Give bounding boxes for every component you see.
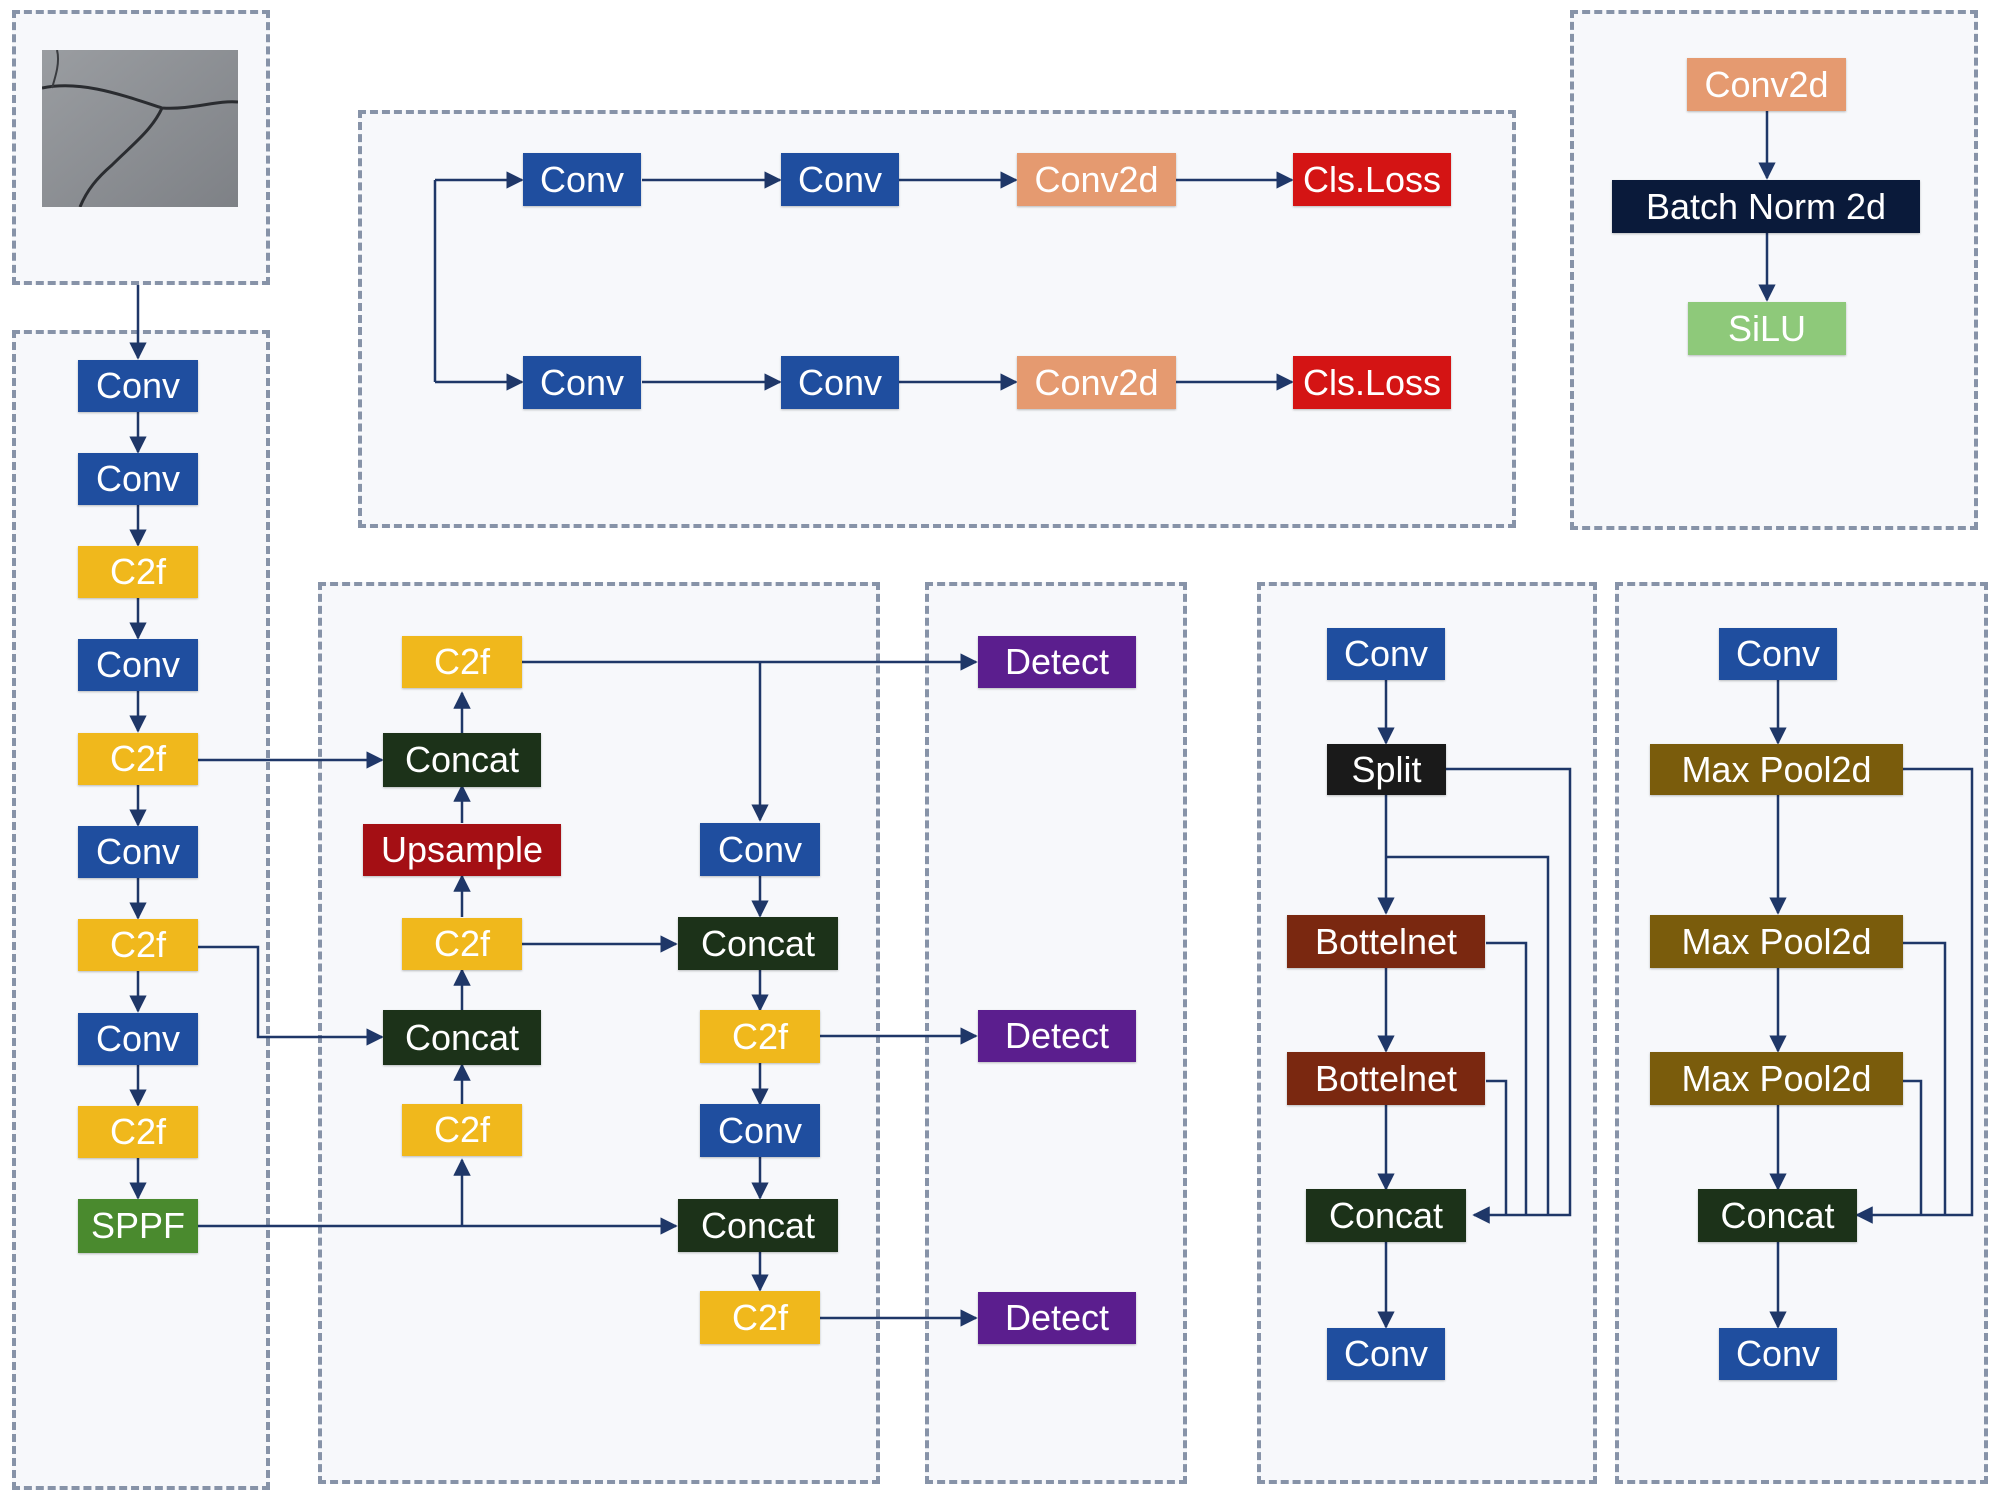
c2f-block-conv-in: Conv bbox=[1327, 628, 1445, 680]
neck-top-c2f: C2f bbox=[402, 636, 522, 688]
neck-right-c2f-2: C2f bbox=[700, 1291, 820, 1344]
conv-block-panel bbox=[1570, 10, 1978, 530]
c2f-block-conv-out: Conv bbox=[1327, 1328, 1445, 1380]
sppf-block-conv-in: Conv bbox=[1719, 628, 1837, 680]
sppf-block-maxpool-3: Max Pool2d bbox=[1650, 1052, 1903, 1105]
loss-row2-conv-2: Conv bbox=[781, 356, 899, 409]
backbone-c2f-4: C2f bbox=[78, 1106, 198, 1158]
input-crack-image bbox=[42, 50, 238, 207]
loss-row1-conv2d: Conv2d bbox=[1017, 153, 1176, 206]
detect-2: Detect bbox=[978, 1010, 1136, 1062]
c2f-block-concat: Concat bbox=[1306, 1189, 1466, 1242]
loss-row2-conv2d: Conv2d bbox=[1017, 356, 1176, 409]
neck-top-concat: Concat bbox=[383, 733, 541, 787]
backbone-c2f-2: C2f bbox=[78, 733, 198, 785]
c2f-block-bottleneck-1: Bottelnet bbox=[1287, 915, 1485, 968]
conv-block-conv2d: Conv2d bbox=[1687, 58, 1846, 111]
backbone-conv-2: Conv bbox=[78, 453, 198, 505]
detect-1: Detect bbox=[978, 636, 1136, 688]
backbone-c2f-1: C2f bbox=[78, 546, 198, 598]
c2f-block-split: Split bbox=[1327, 744, 1446, 795]
neck-right-conv-2: Conv bbox=[700, 1104, 820, 1157]
conv-block-batch-norm: Batch Norm 2d bbox=[1612, 180, 1920, 233]
backbone-c2f-3: C2f bbox=[78, 919, 198, 971]
neck-right-concat-1: Concat bbox=[678, 917, 838, 970]
neck-middle-c2f: C2f bbox=[402, 918, 522, 970]
loss-row2-cls-loss: Cls.Loss bbox=[1293, 356, 1451, 409]
neck-right-c2f-1: C2f bbox=[700, 1010, 820, 1063]
backbone-conv-3: Conv bbox=[78, 639, 198, 691]
loss-row1-cls-loss: Cls.Loss bbox=[1293, 153, 1451, 206]
detect-3: Detect bbox=[978, 1292, 1136, 1344]
backbone-sppf: SPPF bbox=[78, 1199, 198, 1253]
neck-right-concat-2: Concat bbox=[678, 1199, 838, 1252]
c2f-block-panel bbox=[1257, 582, 1597, 1484]
loss-row1-conv-2: Conv bbox=[781, 153, 899, 206]
neck-upsample: Upsample bbox=[363, 824, 561, 876]
sppf-block-maxpool-1: Max Pool2d bbox=[1650, 744, 1903, 795]
sppf-block-concat: Concat bbox=[1698, 1189, 1857, 1242]
c2f-block-bottleneck-2: Bottelnet bbox=[1287, 1052, 1485, 1105]
sppf-block-maxpool-2: Max Pool2d bbox=[1650, 915, 1903, 968]
backbone-conv-1: Conv bbox=[78, 360, 198, 412]
neck-bottom-c2f: C2f bbox=[402, 1104, 522, 1156]
backbone-conv-5: Conv bbox=[78, 1013, 198, 1065]
sppf-block-conv-out: Conv bbox=[1719, 1328, 1837, 1380]
loss-row1-conv-1: Conv bbox=[523, 153, 641, 206]
neck-middle-concat: Concat bbox=[383, 1010, 541, 1065]
conv-block-silu: SiLU bbox=[1688, 302, 1846, 355]
neck-right-conv-1: Conv bbox=[700, 823, 820, 876]
backbone-conv-4: Conv bbox=[78, 826, 198, 878]
loss-row2-conv-1: Conv bbox=[523, 356, 641, 409]
